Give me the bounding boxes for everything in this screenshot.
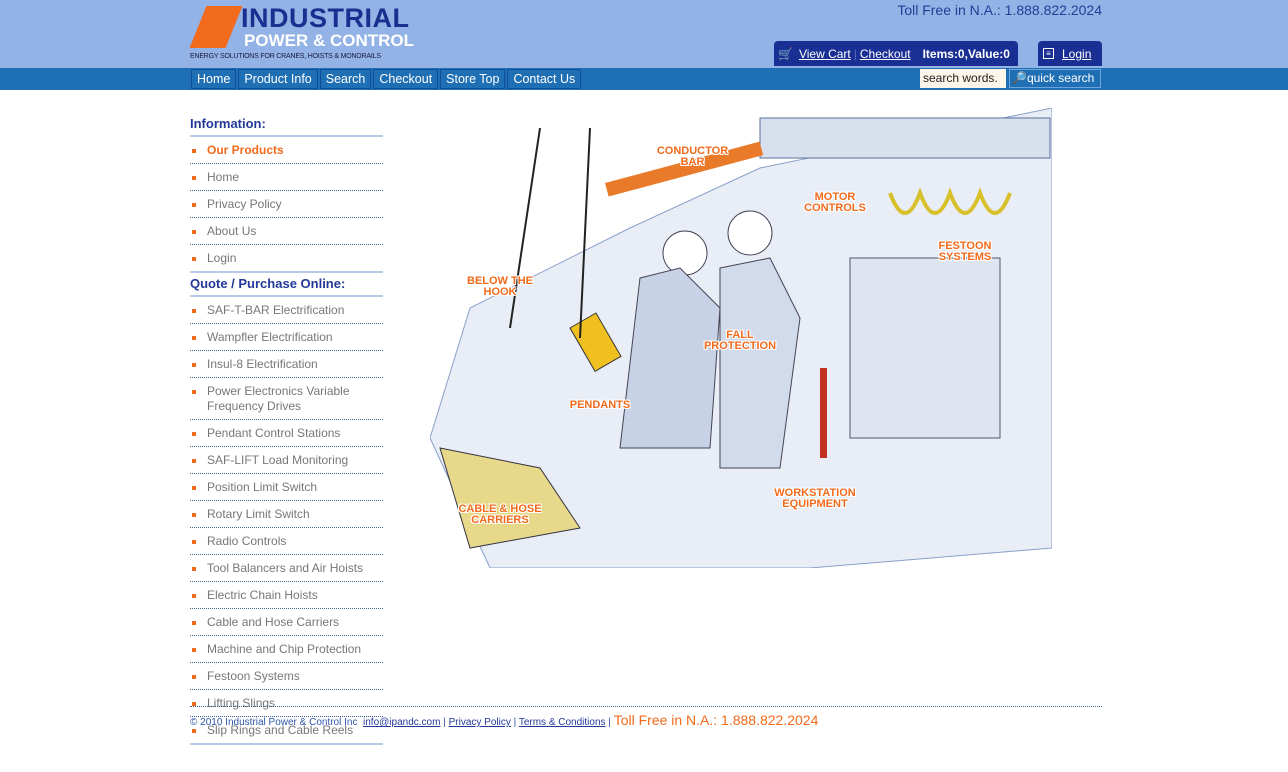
label-cable-hose-carriers: CABLE & HOSE CARRIERS bbox=[458, 503, 542, 526]
cart-summary: Items:0,Value:0 bbox=[922, 46, 1010, 61]
sidebar-link[interactable]: Position Limit Switch bbox=[190, 474, 383, 501]
illustration-sketch bbox=[429, 107, 1053, 569]
cart-icon: 🛒 bbox=[778, 46, 793, 61]
sidebar-quote: Quote / Purchase Online: SAF-T-BAR Elect… bbox=[190, 276, 383, 745]
checkout-link[interactable]: Checkout bbox=[859, 46, 911, 61]
sidebar-link[interactable]: Radio Controls bbox=[190, 528, 383, 555]
terms-link[interactable]: Terms & Conditions bbox=[518, 717, 606, 728]
sidebar-link[interactable]: Machine and Chip Protection bbox=[190, 636, 383, 663]
sidebar-link[interactable]: About Us bbox=[190, 218, 383, 245]
tagline: ENERGY SOLUTIONS FOR CRANES, HOISTS & MO… bbox=[190, 53, 381, 60]
label-workstation-equipment: WORKSTATION EQUIPMENT bbox=[774, 487, 856, 510]
cart-bar: 🛒 View Cart| Checkout Items:0,Value:0 bbox=[774, 41, 1018, 66]
sidebar-link[interactable]: Insul-8 Electrification bbox=[190, 351, 383, 378]
label-festoon-systems: FESTOON SYSTEMS bbox=[938, 240, 992, 263]
logo-subtext: POWER & CONTROL bbox=[244, 31, 414, 50]
sidebar-link[interactable]: Power Electronics Variable Frequency Dri… bbox=[190, 378, 383, 420]
label-conductor-bar: CONDUCTOR BAR bbox=[656, 145, 729, 168]
sidebar-link[interactable]: Electric Chain Hoists bbox=[190, 582, 383, 609]
sidebar-link[interactable]: Festoon Systems bbox=[190, 663, 383, 690]
main-nav: Home Product Info Search Checkout Store … bbox=[191, 69, 582, 89]
nav-home[interactable]: Home bbox=[191, 69, 237, 89]
nav-contact-us[interactable]: Contact Us bbox=[507, 69, 582, 89]
footer: © 2010 Industrial Power & Control Inc in… bbox=[190, 706, 1102, 728]
label-below-the-hook: BELOW THE HOOK bbox=[467, 275, 533, 298]
nav-store-top[interactable]: Store Top bbox=[440, 69, 506, 89]
nav-checkout[interactable]: Checkout bbox=[373, 69, 439, 89]
quick-search-button[interactable]: 🔎quick search bbox=[1009, 69, 1101, 88]
login-link[interactable]: Login bbox=[1062, 46, 1092, 61]
sidebar-heading: Quote / Purchase Online: bbox=[190, 276, 383, 297]
sidebar-link[interactable]: Privacy Policy bbox=[190, 191, 383, 218]
sidebar-link[interactable]: Home bbox=[190, 164, 383, 191]
sidebar-link[interactable]: Rotary Limit Switch bbox=[190, 501, 383, 528]
toll-free: Toll Free in N.A.: 1.888.822.2024 bbox=[897, 2, 1102, 18]
login-bar: ≡ Login bbox=[1038, 41, 1102, 66]
email-link[interactable]: info@ipandc.com bbox=[363, 717, 441, 728]
quick-search-label: quick search bbox=[1026, 71, 1095, 85]
footer-toll-free: Toll Free in N.A.: 1.888.822.2024 bbox=[613, 712, 819, 728]
sidebar-link[interactable]: Tool Balancers and Air Hoists bbox=[190, 555, 383, 582]
copyright: © 2010 Industrial Power & Control Inc bbox=[190, 717, 358, 728]
nav-search[interactable]: Search bbox=[319, 69, 372, 89]
logo-text: INDUSTRIAL bbox=[241, 3, 410, 33]
sidebar-link[interactable]: SAF-T-BAR Electrification bbox=[190, 297, 383, 324]
sidebar-link[interactable]: Cable and Hose Carriers bbox=[190, 609, 383, 636]
magnifier-icon: 🔎 bbox=[1012, 71, 1027, 85]
privacy-link[interactable]: Privacy Policy bbox=[448, 717, 511, 728]
sidebar-link[interactable]: SAF-LIFT Load Monitoring bbox=[190, 447, 383, 474]
sidebar-link[interactable]: Login bbox=[190, 245, 383, 273]
products-illustration[interactable]: CONDUCTOR BAR MOTOR CONTROLS FESTOON SYS… bbox=[429, 107, 1053, 569]
search-input[interactable]: search words. bbox=[920, 69, 1006, 88]
sidebar-link[interactable]: Our Products bbox=[190, 137, 383, 164]
nav-product-info[interactable]: Product Info bbox=[238, 69, 318, 89]
sidebar-link[interactable]: Pendant Control Stations bbox=[190, 420, 383, 447]
sidebar-heading: Information: bbox=[190, 116, 383, 137]
sidebar-link[interactable]: Slip Rings and Cable Reels bbox=[190, 717, 383, 745]
label-motor-controls: MOTOR CONTROLS bbox=[804, 191, 866, 214]
view-cart-link[interactable]: View Cart bbox=[798, 46, 851, 61]
logo[interactable]: INDUSTRIAL POWER & CONTROL ENERGY SOLUTI… bbox=[189, 3, 430, 63]
login-icon: ≡ bbox=[1043, 48, 1054, 59]
sidebar-link[interactable]: Wampfler Electrification bbox=[190, 324, 383, 351]
label-fall-protection: FALL PROTECTION bbox=[703, 329, 777, 352]
label-pendants: PENDANTS bbox=[569, 399, 631, 411]
